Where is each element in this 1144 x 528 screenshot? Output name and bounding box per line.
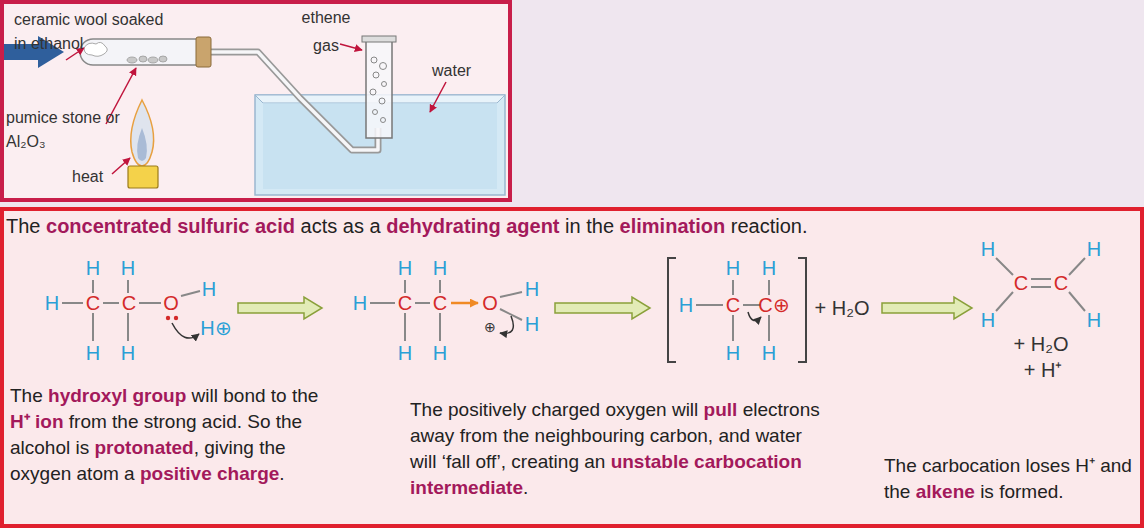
body-text: reaction. [731, 215, 808, 237]
atom-symbol: C [122, 292, 136, 314]
atom-symbol: H [679, 294, 693, 316]
atom-symbol: H [525, 313, 539, 335]
apparatus-panel: ceramic wool soaked in ethanol ethene gas… [0, 0, 512, 202]
atom-symbol: H [86, 342, 100, 364]
panel-ground [0, 0, 512, 202]
atom-symbol: C [1014, 272, 1028, 294]
atom-symbol: C [1054, 272, 1068, 294]
atom-symbol: C⊕ [758, 294, 789, 316]
atom-symbol: C [398, 292, 412, 314]
delivery-tube [208, 52, 378, 150]
key-term: hydroxyl group [48, 385, 186, 406]
body-text: will bond to the [192, 385, 319, 406]
heading-text: The concentrated sulfuric acid acts as a… [6, 213, 1136, 239]
body-text: . [279, 463, 284, 484]
atom-symbol: C [433, 292, 447, 314]
atom-symbol: H [762, 342, 776, 364]
atom-symbol: H [398, 342, 412, 364]
body-text: in the [565, 215, 614, 237]
body-text: acts as a [301, 215, 381, 237]
atom-symbol: H [45, 292, 59, 314]
mechanism-panel: The concentrated sulfuric acid acts as a… [0, 207, 1144, 528]
key-term: elimination [620, 215, 726, 237]
panel-ground [0, 207, 1144, 528]
key-term: dehydrating agent [386, 215, 559, 237]
part-label: pumice stone or Al₂O₃ [6, 106, 124, 154]
pumice-stone [127, 56, 167, 63]
atom-symbol: H [726, 257, 740, 279]
collecting-tube [366, 40, 392, 138]
equation-term: ⊕ [484, 316, 496, 338]
bond-break-arrow [451, 302, 478, 305]
burner [128, 166, 158, 188]
atom-symbol: H [726, 342, 740, 364]
equation-term: + H₂O [1014, 333, 1069, 355]
atom-symbol: H [398, 257, 412, 279]
reaction-arrows [238, 297, 972, 319]
body-text: . [523, 477, 528, 498]
flame-core [137, 128, 147, 161]
ceramic-wool [84, 42, 107, 56]
lone-pair [166, 316, 178, 320]
key-term: alkene [916, 481, 975, 502]
atom-symbol: H [1087, 238, 1101, 260]
atom-symbol: H⊕ [200, 317, 231, 339]
apparatus [0, 36, 505, 195]
key-term: pull [704, 399, 738, 420]
bonds [62, 258, 1085, 341]
body-text: The [6, 215, 40, 237]
atom-symbol: H [121, 342, 135, 364]
atom-symbol: H [86, 257, 100, 279]
tube-base [362, 36, 396, 42]
atom-symbol: H [981, 238, 995, 260]
explanation-text: The positively charged oxygen will pull … [410, 397, 830, 501]
atom-symbol: O [482, 292, 498, 314]
atom-symbol: H [202, 278, 216, 300]
body-text: is formed. [980, 481, 1063, 502]
atom-symbol: C [726, 294, 740, 316]
part-label: ceramic wool soaked in ethanol [14, 8, 174, 56]
key-term: H⁺ ion [10, 411, 64, 432]
part-label: heat [72, 166, 122, 188]
body-text: The positively charged oxygen will [410, 399, 698, 420]
stopper [196, 37, 211, 67]
atom-symbol: H [121, 257, 135, 279]
equation-term: + H₂O [815, 297, 870, 319]
key-term: protonated [95, 437, 194, 458]
boiling-tube [80, 39, 206, 65]
atom-symbol: H [353, 292, 367, 314]
atom-symbol: O [163, 292, 179, 314]
key-term: concentrated sulfuric acid [46, 215, 295, 237]
body-text: The [10, 385, 43, 406]
part-label: ethene gas [290, 4, 362, 60]
leader-lines [66, 44, 446, 174]
atom-symbol: H [433, 257, 447, 279]
gas-bubbles [370, 57, 387, 123]
atom-symbol: H [981, 309, 995, 331]
explanation-text: The hydroxyl group will bond to the H⁺ i… [10, 383, 328, 487]
explanation-text: The carbocation loses H⁺ and the alkene … [884, 453, 1140, 505]
atom-symbol: H [1087, 309, 1101, 331]
atom-symbol: H [525, 278, 539, 300]
part-label: water [432, 60, 502, 82]
curly-arrows [172, 312, 761, 338]
flame [131, 100, 154, 166]
atom-symbol: H [762, 257, 776, 279]
atom-symbol: C [86, 292, 100, 314]
atom-symbol: H [433, 342, 447, 364]
equation-term: + H⁺ [1024, 359, 1063, 381]
key-term: positive charge [140, 463, 279, 484]
delivery-tube-bore [208, 52, 378, 150]
